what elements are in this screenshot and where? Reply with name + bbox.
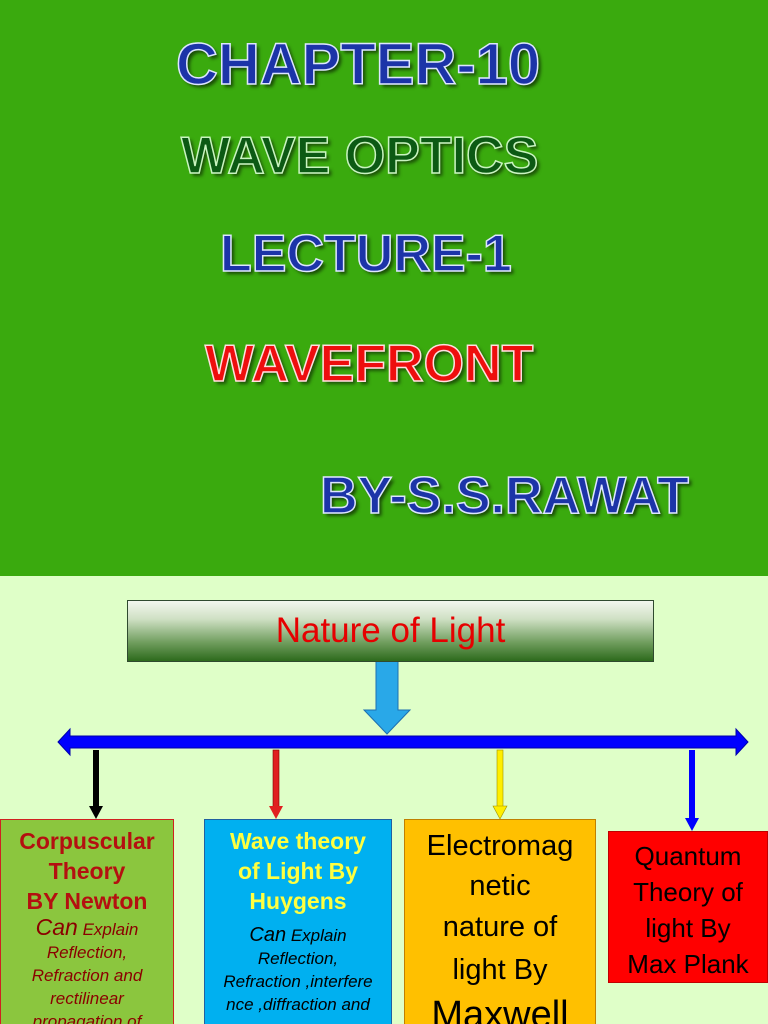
- quantum-text-line: Quantum: [634, 841, 742, 871]
- wave-theory-box: Wave theory of Light By Huygens Can Expl…: [204, 819, 392, 1024]
- tick-arrow-quantum-icon: [685, 750, 699, 831]
- lecture-title: LECTURE-1: [219, 225, 512, 283]
- em-text-line: nature of: [442, 911, 558, 943]
- down-arrow-icon: [362, 659, 412, 735]
- nature-of-light-box: Nature of Light: [127, 600, 654, 662]
- corpuscular-desc: Can Explain: [1, 916, 173, 941]
- em-text-line: light By: [452, 954, 548, 986]
- topic-title: WAVEFRONT: [204, 335, 534, 393]
- quantum-text-line: Theory of: [633, 877, 743, 907]
- author-name: BY-S.S.RAWAT: [319, 467, 689, 525]
- tick-arrow-em-icon: [492, 749, 508, 820]
- wave-desc-explain: Explain: [286, 926, 347, 945]
- diagram-title: Nature of Light: [275, 611, 506, 650]
- em-text-line: Electromag: [426, 830, 574, 862]
- quantum-text-line: light By: [645, 913, 731, 943]
- wave-desc-can: Can: [249, 924, 287, 946]
- wave-desc-line: Refraction ,interfere: [223, 972, 373, 991]
- corpuscular-theory-box: Corpuscular Theory BY Newton Can Explain…: [0, 819, 174, 1024]
- quantum-text-line: Max Plank: [627, 949, 749, 979]
- corpuscular-desc-line: Refraction and: [31, 966, 143, 985]
- connector-diagram: [57, 659, 749, 831]
- wave-desc-line: Reflection,: [257, 949, 339, 968]
- wave-heading-line: of Light By: [237, 858, 359, 884]
- em-text-maxwell: Maxwell: [431, 994, 569, 1024]
- corpuscular-heading-line: BY Newton: [26, 888, 148, 914]
- electromagnetic-theory-box: Electromag netic nature of light By Maxw…: [404, 819, 596, 1024]
- corpuscular-desc-line: rectilinear: [50, 989, 124, 1008]
- corpuscular-desc-line: propagation of: [32, 1012, 142, 1024]
- timeline-arrow-icon: [57, 727, 749, 757]
- tick-arrow-wave-icon: [269, 749, 283, 819]
- corpuscular-desc-explain: Explain: [77, 920, 139, 939]
- corpuscular-desc-line: Reflection,: [46, 943, 128, 962]
- wave-desc: Can Explain: [205, 924, 391, 947]
- tick-arrow-corpuscular-icon: [89, 750, 103, 819]
- quantum-theory-box: Quantum Theory of light By Max Plank: [608, 831, 768, 983]
- corpuscular-heading-line: Corpuscular: [19, 828, 155, 854]
- wave-heading-line: Wave theory: [230, 828, 366, 854]
- chapter-title: CHAPTER-10: [175, 32, 541, 97]
- corpuscular-heading-line: Theory: [48, 858, 126, 884]
- title-slide: CHAPTER-10 WAVE OPTICS LECTURE-1 WAVEFRO…: [0, 0, 768, 576]
- corpuscular-desc-can: Can: [35, 914, 78, 940]
- wave-heading-line: Huygens: [249, 888, 347, 914]
- wave-desc-line: nce ,diffraction and: [226, 995, 370, 1014]
- diagram-slide: Nature of Light Corpuscular Theory BY Ne…: [0, 576, 768, 1024]
- em-text-line: netic: [469, 870, 531, 902]
- subject-title: WAVE OPTICS: [180, 127, 539, 185]
